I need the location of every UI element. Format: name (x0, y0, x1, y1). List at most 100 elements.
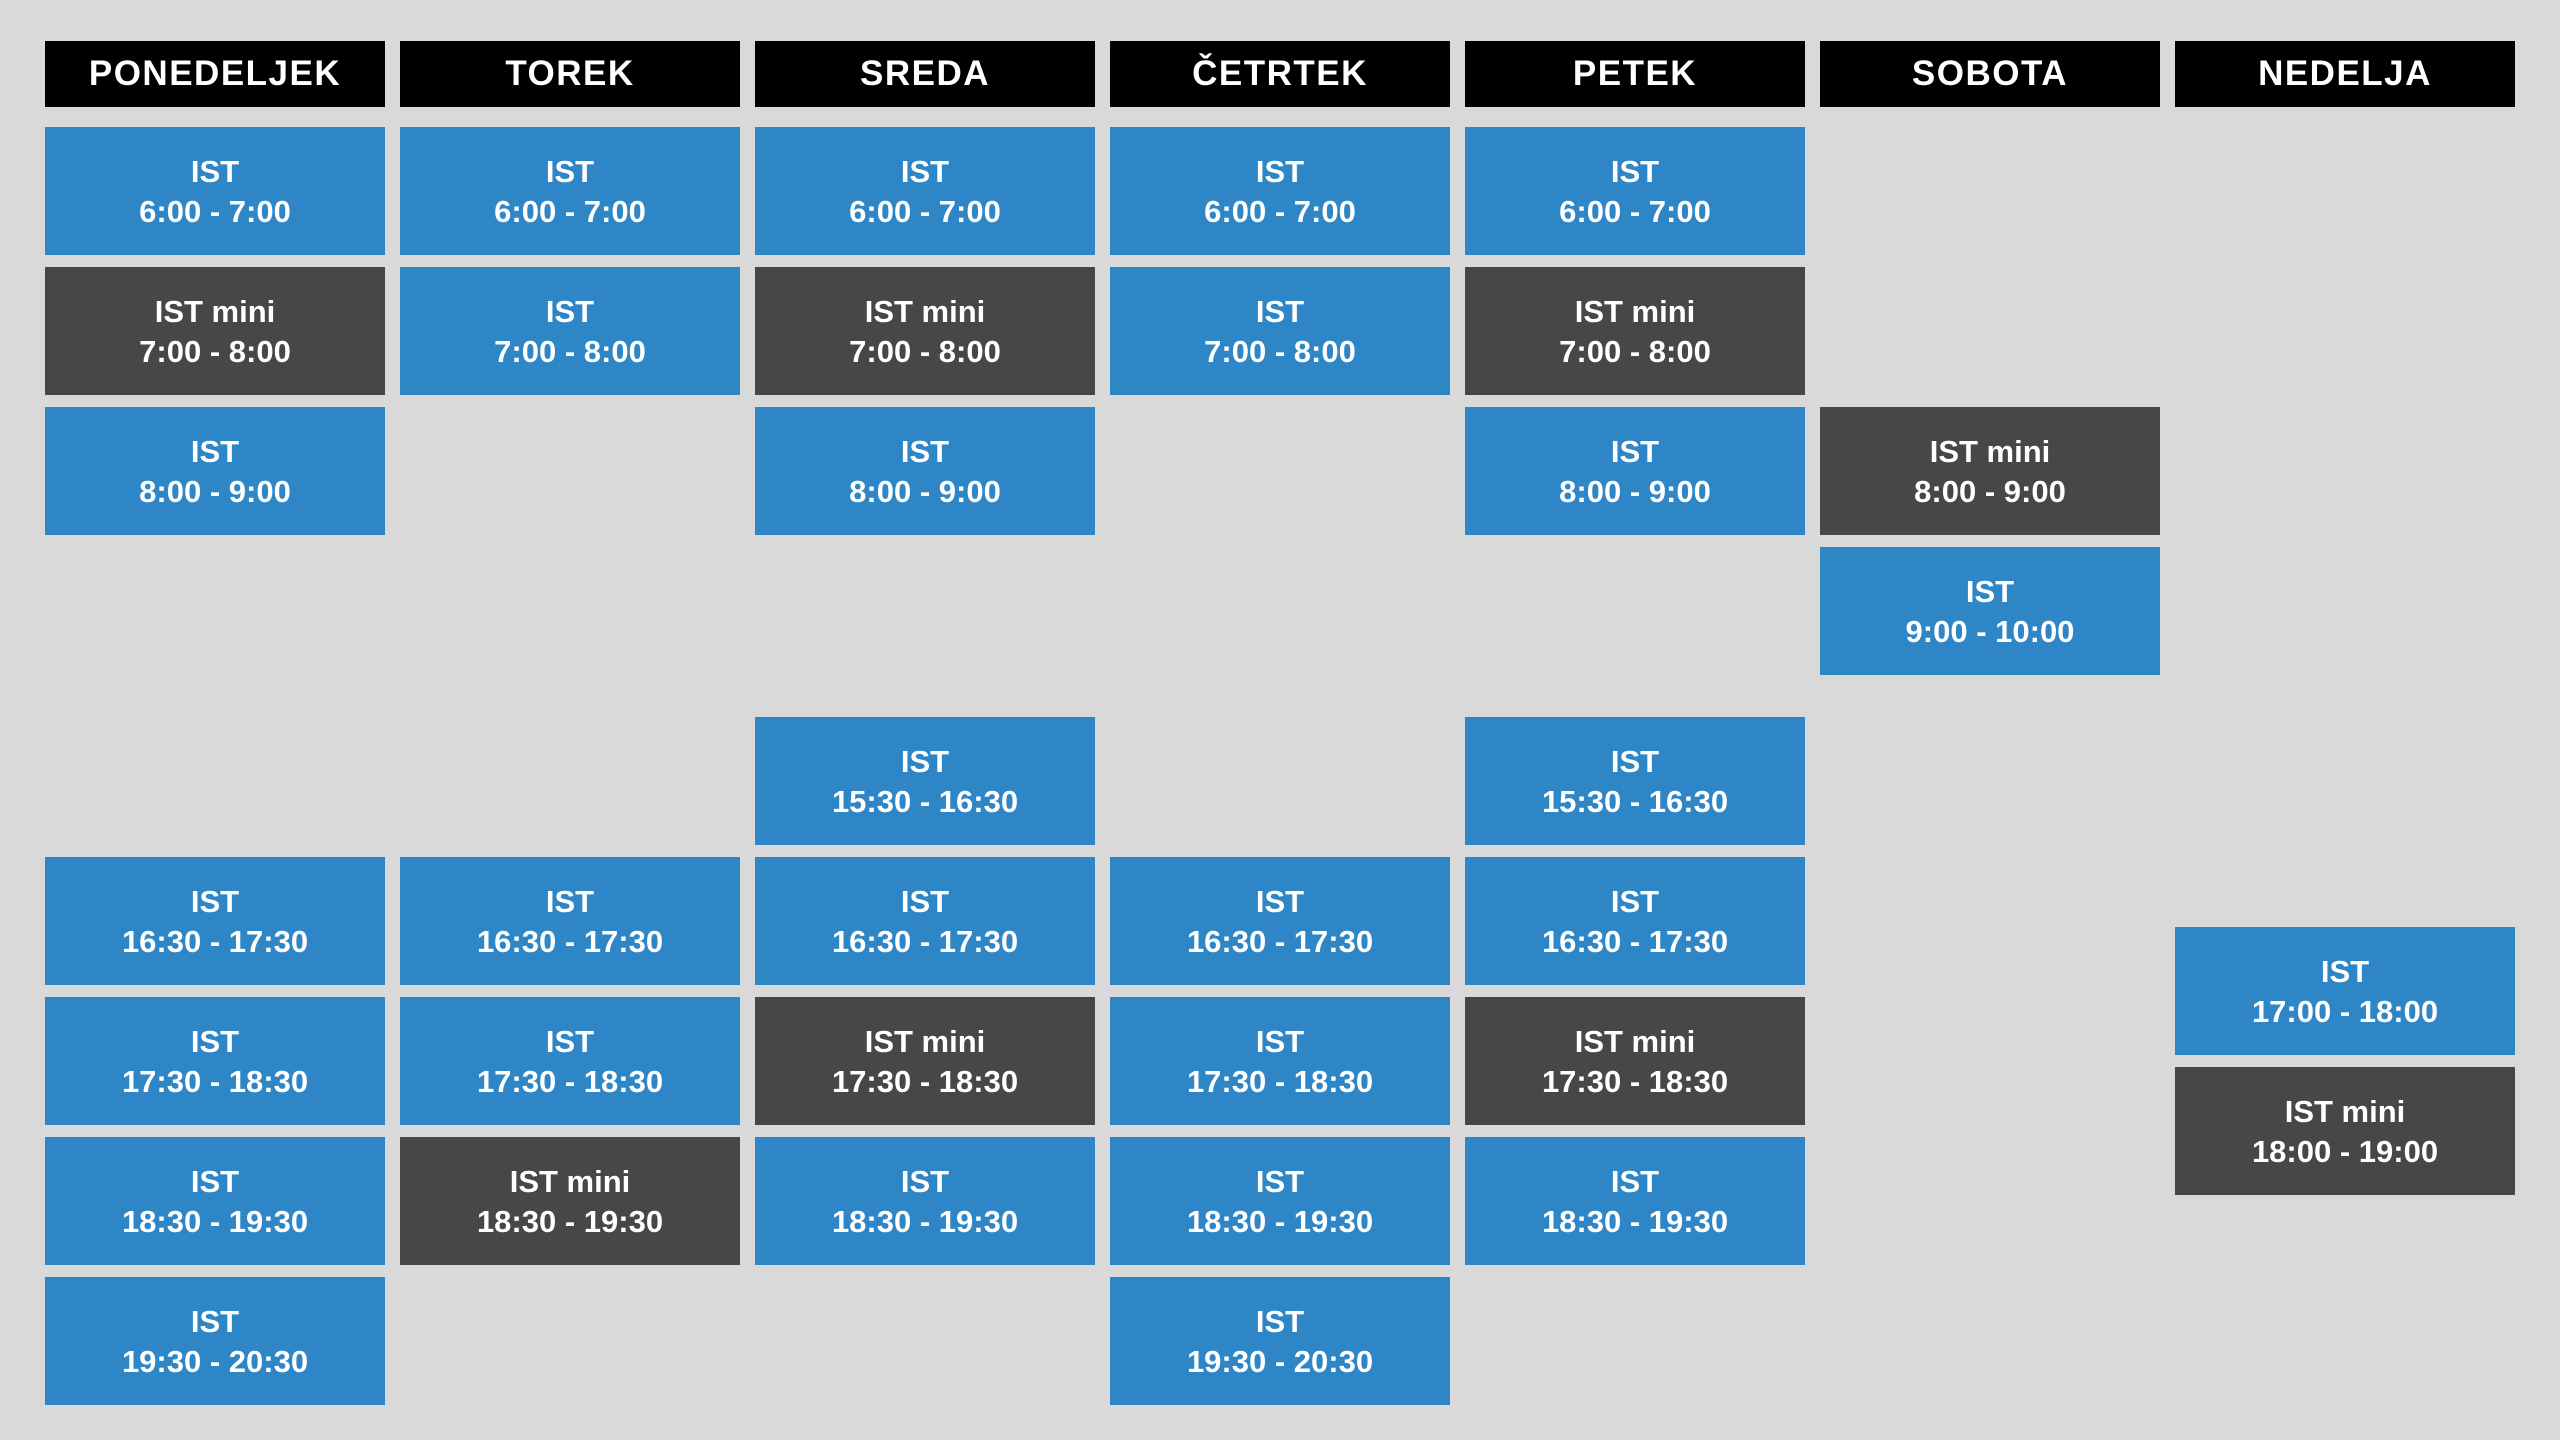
event-time: 16:30 - 17:30 (476, 923, 664, 959)
event-label: IST (190, 433, 240, 469)
event-time: 18:30 - 19:30 (121, 1203, 309, 1239)
event-time: 16:30 - 17:30 (1541, 923, 1729, 959)
event-time: 6:00 - 7:00 (1204, 193, 1356, 229)
event-cell: IST mini 17:30 - 18:30 (755, 997, 1095, 1125)
day-header-sreda: SREDA (755, 41, 1095, 107)
day-header-ponedeljek: PONEDELJEK (45, 41, 385, 107)
event-label: IST mini (1929, 433, 2051, 469)
event-time: 17:30 - 18:30 (1541, 1063, 1729, 1099)
event-label: IST (545, 1023, 595, 1059)
event-cell: IST 16:30 - 17:30 (1465, 857, 1805, 985)
event-time: 15:30 - 16:30 (831, 783, 1019, 819)
event-cell: IST 19:30 - 20:30 (45, 1277, 385, 1405)
event-cell: IST mini 7:00 - 8:00 (45, 267, 385, 395)
event-label: IST (545, 293, 595, 329)
event-label: IST (1255, 1303, 1305, 1339)
event-time: 7:00 - 8:00 (1204, 333, 1356, 369)
event-time: 17:30 - 18:30 (121, 1063, 309, 1099)
event-time: 16:30 - 17:30 (1186, 923, 1374, 959)
event-cell: IST 19:30 - 20:30 (1110, 1277, 1450, 1405)
event-time: 8:00 - 9:00 (1559, 473, 1711, 509)
event-label: IST (1255, 1163, 1305, 1199)
event-time: 8:00 - 9:00 (139, 473, 291, 509)
event-time: 16:30 - 17:30 (831, 923, 1019, 959)
event-label: IST mini (509, 1163, 631, 1199)
event-time: 19:30 - 20:30 (1186, 1343, 1374, 1379)
event-label: IST (190, 1023, 240, 1059)
event-label: IST mini (2284, 1093, 2406, 1129)
event-cell: IST 18:30 - 19:30 (755, 1137, 1095, 1265)
event-time: 18:30 - 19:30 (1541, 1203, 1729, 1239)
event-time: 9:00 - 10:00 (1905, 613, 2075, 649)
event-time: 17:30 - 18:30 (1186, 1063, 1374, 1099)
event-cell: IST mini 18:00 - 19:00 (2175, 1067, 2515, 1195)
event-cell: IST 16:30 - 17:30 (400, 857, 740, 985)
event-time: 17:30 - 18:30 (476, 1063, 664, 1099)
event-time: 16:30 - 17:30 (121, 923, 309, 959)
event-label: IST (190, 883, 240, 919)
day-header-cetrtek: ČETRTEK (1110, 41, 1450, 107)
event-label: IST mini (1574, 293, 1696, 329)
event-time: 18:00 - 19:00 (2251, 1133, 2439, 1169)
event-time: 7:00 - 8:00 (849, 333, 1001, 369)
event-cell: IST mini 7:00 - 8:00 (755, 267, 1095, 395)
event-label: IST mini (864, 293, 986, 329)
event-label: IST (1610, 1163, 1660, 1199)
event-label: IST mini (154, 293, 276, 329)
event-time: 17:00 - 18:00 (2251, 993, 2439, 1029)
event-cell: IST 17:30 - 18:30 (45, 997, 385, 1125)
event-label: IST (545, 153, 595, 189)
event-time: 8:00 - 9:00 (849, 473, 1001, 509)
event-label: IST (1255, 153, 1305, 189)
event-cell: IST 8:00 - 9:00 (1465, 407, 1805, 535)
event-time: 6:00 - 7:00 (494, 193, 646, 229)
event-label: IST (1610, 433, 1660, 469)
day-header-sobota: SOBOTA (1820, 41, 2160, 107)
event-time: 8:00 - 9:00 (1914, 473, 2066, 509)
event-cell: IST 7:00 - 8:00 (1110, 267, 1450, 395)
day-header-petek: PETEK (1465, 41, 1805, 107)
event-label: IST (900, 1163, 950, 1199)
event-cell: IST mini 8:00 - 9:00 (1820, 407, 2160, 535)
event-cell: IST mini 18:30 - 19:30 (400, 1137, 740, 1265)
event-time: 7:00 - 8:00 (139, 333, 291, 369)
event-cell: IST 18:30 - 19:30 (1465, 1137, 1805, 1265)
event-label: IST (1610, 883, 1660, 919)
day-header-torek: TOREK (400, 41, 740, 107)
event-cell: IST 16:30 - 17:30 (755, 857, 1095, 985)
event-label: IST (1610, 743, 1660, 779)
event-label: IST (190, 1303, 240, 1339)
event-time: 17:30 - 18:30 (831, 1063, 1019, 1099)
event-label: IST (1255, 293, 1305, 329)
event-time: 18:30 - 19:30 (831, 1203, 1019, 1239)
event-cell: IST 15:30 - 16:30 (1465, 717, 1805, 845)
event-time: 6:00 - 7:00 (1559, 193, 1711, 229)
event-label: IST mini (864, 1023, 986, 1059)
event-time: 18:30 - 19:30 (476, 1203, 664, 1239)
day-header-nedelja: NEDELJA (2175, 41, 2515, 107)
event-time: 19:30 - 20:30 (121, 1343, 309, 1379)
event-time: 15:30 - 16:30 (1541, 783, 1729, 819)
event-time: 6:00 - 7:00 (139, 193, 291, 229)
event-time: 7:00 - 8:00 (494, 333, 646, 369)
event-label: IST (900, 883, 950, 919)
event-time: 6:00 - 7:00 (849, 193, 1001, 229)
event-label: IST (545, 883, 595, 919)
event-label: IST (2320, 953, 2370, 989)
event-label: IST (1255, 883, 1305, 919)
